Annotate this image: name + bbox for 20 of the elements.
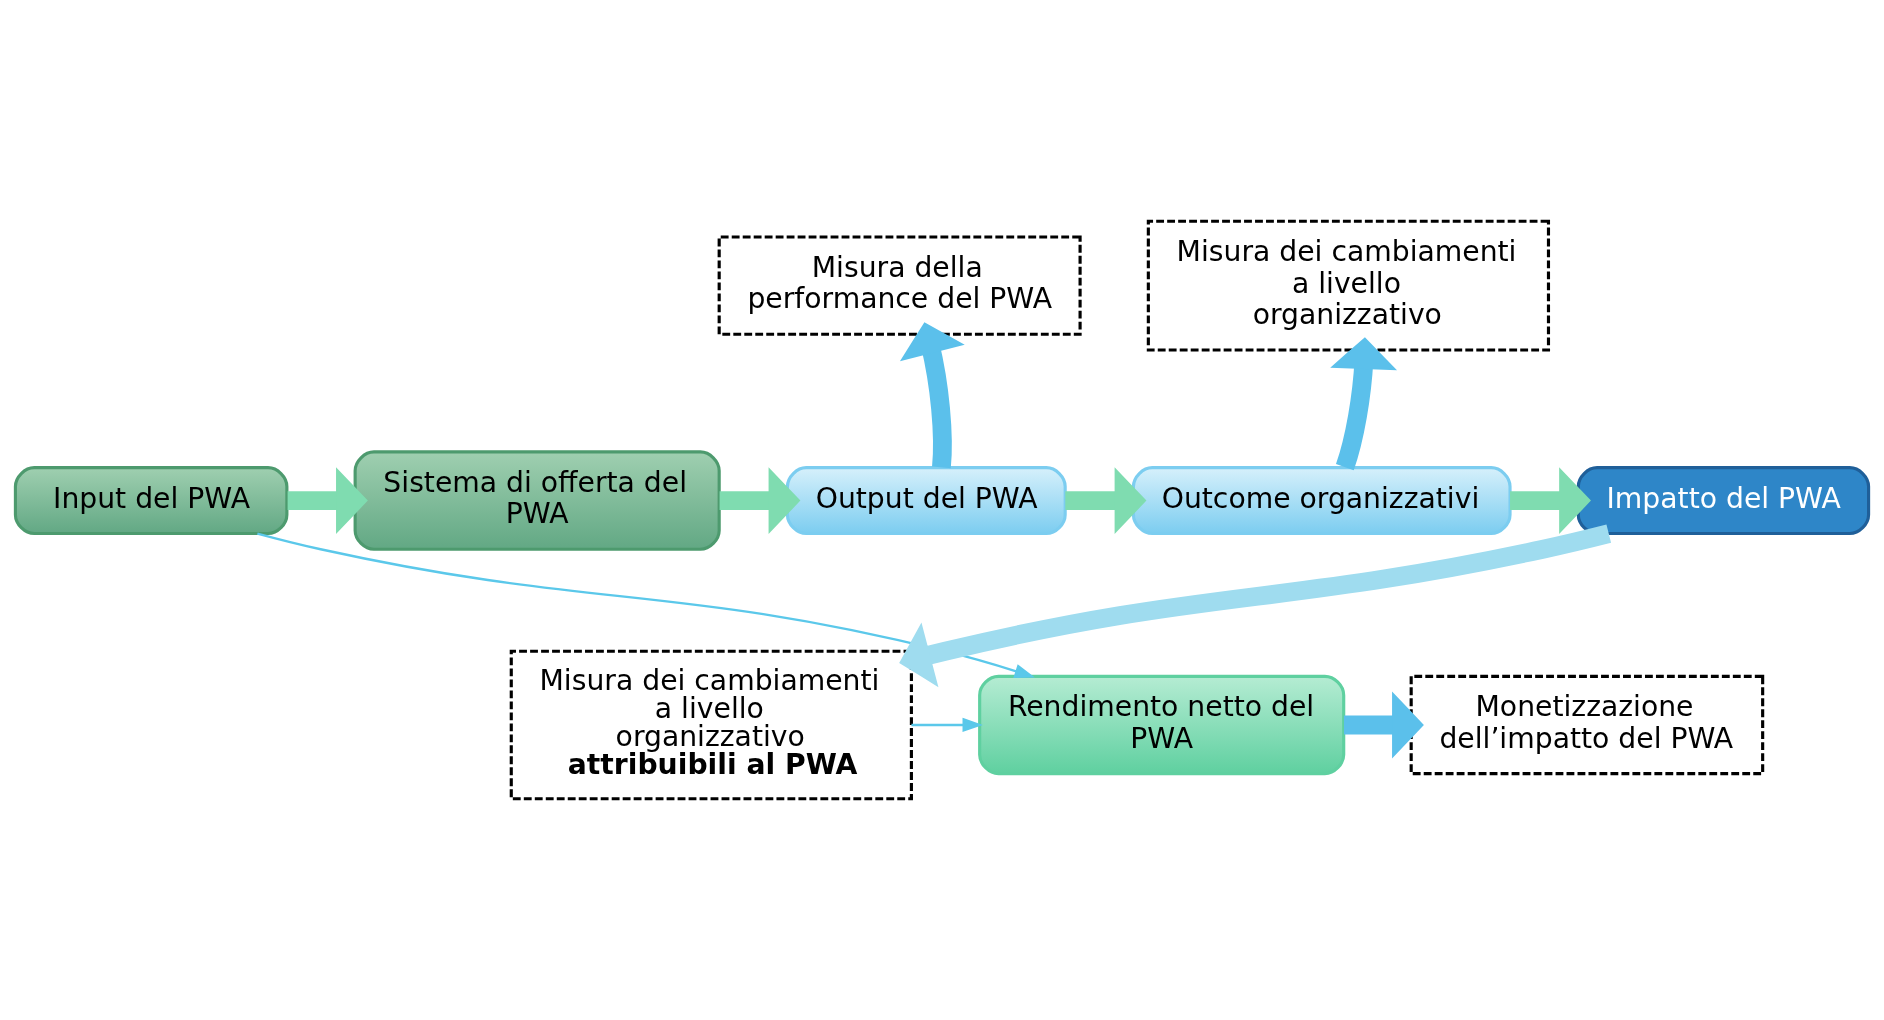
node-box: Monetizzazione dell’impatto del PWA	[1409, 674, 1765, 776]
arrow	[719, 467, 801, 534]
arrow	[1344, 691, 1424, 759]
node-box: Misura dei cambiamenti a livello organizzativo attribuibili al PWA	[509, 649, 913, 801]
node-box: Sistema di offerta del PWA	[353, 450, 721, 551]
arrow	[899, 322, 965, 469]
arrow	[1065, 467, 1147, 534]
arrow	[899, 524, 1612, 688]
arrow	[1330, 337, 1398, 471]
node-box: Output del PWA	[785, 466, 1067, 536]
arrow	[257, 532, 1035, 678]
node-box: Misura della performance del PWA	[717, 235, 1082, 336]
arrow	[1510, 467, 1591, 534]
node-box: Rendimento netto del PWA	[978, 674, 1346, 776]
node-box: Outcome organizzativi	[1131, 466, 1512, 536]
arrow	[287, 467, 368, 534]
node-box: Input del PWA	[13, 466, 289, 536]
node-box: Misura dei cambiamenti a livello organizzativo	[1146, 219, 1551, 352]
arrow	[911, 717, 983, 733]
node-box: Impatto del PWA	[1576, 466, 1871, 536]
